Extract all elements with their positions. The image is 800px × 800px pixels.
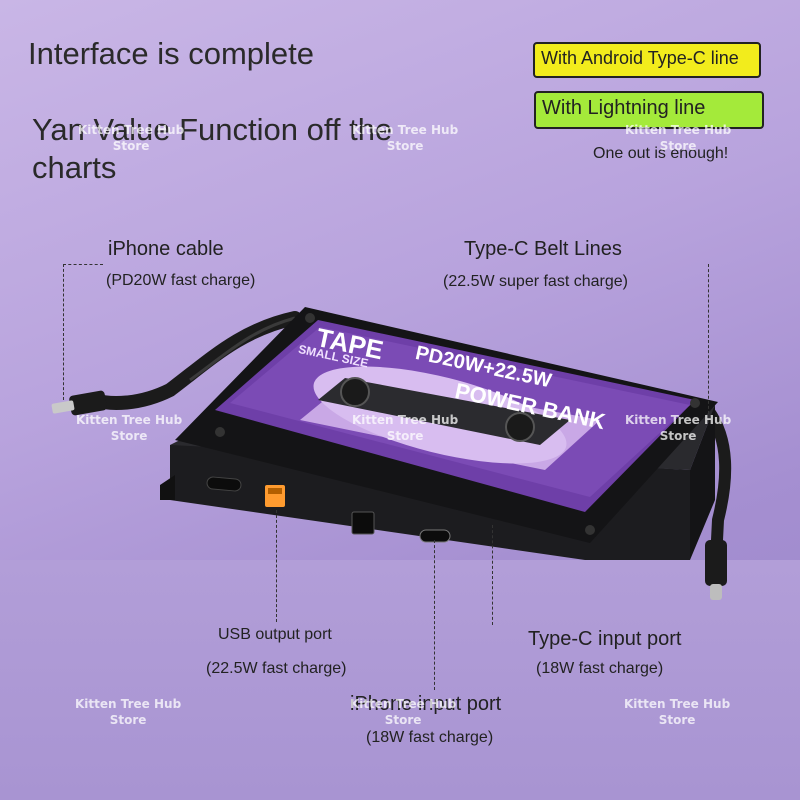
badge-lightning: With Lightning line: [534, 91, 764, 129]
badge-android: With Android Type-C line: [533, 42, 761, 78]
callout-iphone-cable-title: iPhone cable: [108, 238, 224, 260]
callout-iphone-input-title: iPhone input port: [350, 693, 502, 715]
table-surface: [0, 560, 800, 800]
leader-line: [63, 264, 103, 265]
callout-usb-output-title: USB output port: [218, 626, 332, 643]
leader-line: [63, 264, 64, 400]
subheadline-line-1: Yan Value Function off the: [32, 112, 393, 147]
callout-usb-output-detail: (22.5W fast charge): [206, 660, 347, 677]
leader-line: [492, 525, 493, 625]
tagline: One out is enough!: [593, 145, 729, 162]
leader-line: [708, 264, 709, 414]
leader-line: [434, 540, 435, 690]
callout-typec-belt-title: Type-C Belt Lines: [464, 238, 622, 260]
callout-iphone-cable-detail: (PD20W fast charge): [106, 272, 256, 289]
callout-typec-input-title: Type-C input port: [528, 628, 682, 650]
headline: Interface is complete: [28, 36, 315, 71]
callout-typec-input-detail: (18W fast charge): [536, 660, 664, 677]
leader-line: [276, 510, 277, 622]
subheadline-line-2: charts: [32, 150, 117, 185]
callout-iphone-input-detail: (18W fast charge): [366, 729, 494, 746]
callout-typec-belt-detail: (22.5W super fast charge): [443, 273, 628, 290]
